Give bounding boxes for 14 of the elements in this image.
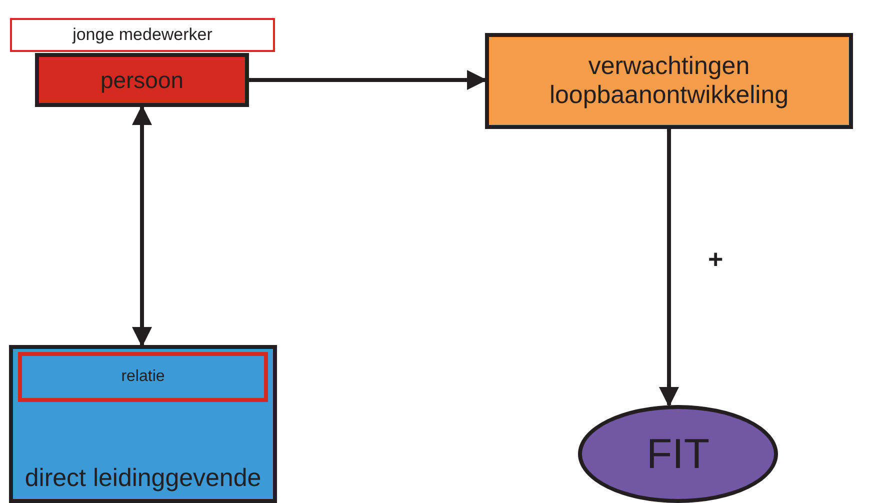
node-label: direct leidinggevende — [24, 464, 262, 493]
arrow — [659, 129, 679, 407]
node-label: verwachtingen loopbaanontwikkeling — [548, 52, 790, 110]
node-label: jonge medewerker — [72, 25, 212, 45]
process-box — [10, 18, 275, 52]
arrow — [249, 70, 487, 90]
node-label: FIT — [646, 430, 710, 478]
node-label: relatie — [121, 368, 165, 386]
process-box — [485, 33, 853, 129]
process-box — [35, 53, 249, 107]
process-box — [18, 352, 268, 402]
arrow — [132, 105, 152, 347]
process-box — [9, 345, 277, 503]
node-label: persoon — [100, 66, 184, 94]
